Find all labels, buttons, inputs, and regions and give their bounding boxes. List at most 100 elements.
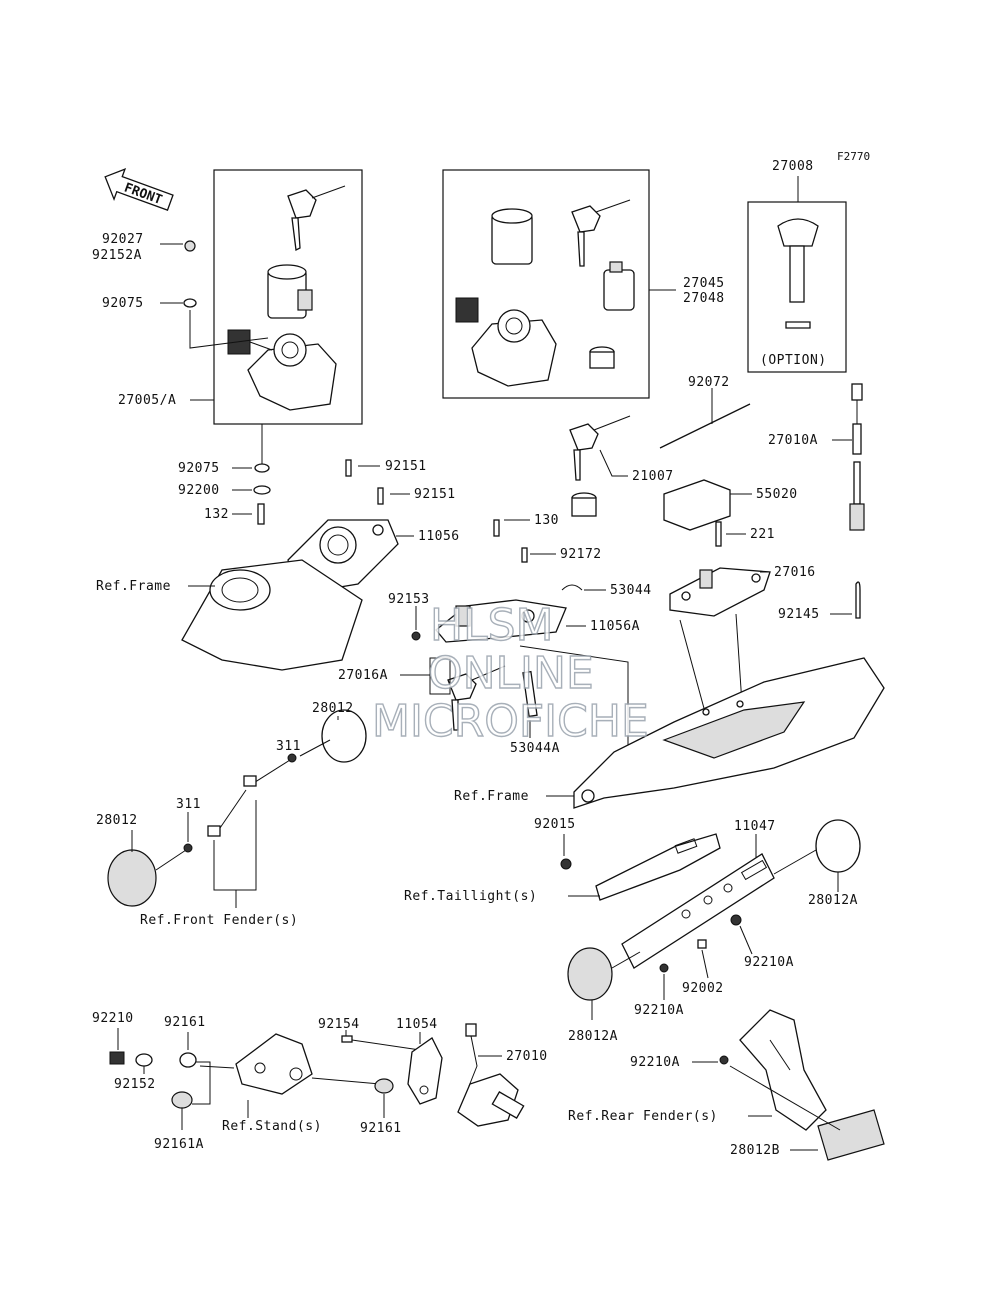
label-92151: 92151: [385, 459, 427, 474]
washer-icon: [254, 463, 270, 473]
washer-icon: [135, 1053, 153, 1067]
label-92153: 92153: [388, 592, 430, 607]
bolt-icon: [697, 939, 707, 949]
reflector-icon: [815, 819, 861, 873]
side-stand-switch-icon: [457, 1023, 525, 1127]
washer-icon: [183, 298, 197, 308]
screw-icon: [341, 1035, 353, 1043]
washer-icon: [179, 1052, 197, 1068]
bolt-icon: [257, 503, 265, 525]
label-311: 311: [276, 739, 301, 754]
helmet-lock-bracket-icon: [435, 599, 567, 643]
front-arrow-icon: FRONT: [104, 167, 174, 211]
label-92152A: 92152A: [92, 248, 142, 263]
label-11054: 11054: [396, 1017, 438, 1032]
label-92027: 92027: [102, 232, 144, 247]
seat-lock-cover-icon: [663, 479, 731, 531]
option-label: (OPTION): [760, 353, 827, 368]
label-311: 311: [176, 797, 201, 812]
frame-head-icon: [181, 559, 363, 671]
label-92161A: 92161A: [154, 1137, 204, 1152]
label-27048: 27048: [683, 291, 725, 306]
cap-icon: [171, 1091, 193, 1109]
label-132: 132: [204, 507, 229, 522]
nut-icon: [411, 631, 421, 641]
label-92002: 92002: [682, 981, 724, 996]
washer-icon: [374, 1078, 394, 1094]
reflector-icon: [817, 1109, 885, 1161]
ignition-key-icon: [447, 665, 506, 731]
screw-icon: [521, 547, 528, 563]
lock-set-box: [442, 169, 650, 399]
label-92172: 92172: [560, 547, 602, 562]
label-28012B: 28012B: [730, 1143, 780, 1158]
label-130: 130: [534, 513, 559, 528]
rear-frame-icon: [573, 657, 885, 809]
label-ref-rear-fender: Ref.Rear Fender(s): [568, 1109, 718, 1124]
label-21007: 21007: [632, 469, 674, 484]
spring-icon: [855, 581, 861, 619]
bolt-icon: [243, 775, 257, 787]
side-stand-switch-icon: [407, 1037, 443, 1105]
label-92161: 92161: [360, 1121, 402, 1136]
ignition-key-icon: [569, 415, 631, 481]
seat-lock-bracket-icon: [669, 567, 771, 617]
diagram-code: F2770: [837, 150, 870, 163]
pin-icon: [522, 670, 538, 718]
label-53044A: 53044A: [510, 741, 560, 756]
reflector-icon: [567, 947, 613, 1001]
lock-cylinder-icon: [491, 208, 533, 265]
ignition-switch-icon: [227, 329, 337, 411]
label-ref-frame: Ref.Frame: [96, 579, 171, 594]
label-27010: 27010: [506, 1049, 548, 1064]
label-92210: 92210: [92, 1011, 134, 1026]
lock-cylinder-icon: [267, 264, 313, 319]
side-stand-bracket-icon: [235, 1033, 313, 1095]
bolt-icon: [715, 521, 722, 547]
label-11056: 11056: [418, 529, 460, 544]
label-92152: 92152: [114, 1077, 156, 1092]
ignition-switch-icon: [455, 297, 557, 387]
nut-icon: [183, 843, 193, 853]
label-92200: 92200: [178, 483, 220, 498]
ignition-key-icon: [287, 185, 346, 251]
blank-key-icon: [777, 218, 819, 329]
label-92075: 92075: [102, 296, 144, 311]
label-ref-taillight: Ref.Taillight(s): [404, 889, 537, 904]
label-92210A: 92210A: [630, 1055, 680, 1070]
label-27016: 27016: [774, 565, 816, 580]
watermark-line-3: MICROFICHE: [372, 696, 649, 747]
bolt-icon: [493, 519, 500, 537]
nut-icon: [719, 1055, 729, 1065]
ignition-key-icon: [571, 199, 631, 267]
watermark-line-1: HLSM: [430, 600, 554, 651]
nut-icon: [730, 914, 742, 926]
washer-icon: [184, 240, 196, 252]
label-27010A: 27010A: [768, 433, 818, 448]
label-ref-frame: Ref.Frame: [454, 789, 529, 804]
label-92151: 92151: [414, 487, 456, 502]
label-92145: 92145: [778, 607, 820, 622]
bolt-icon: [345, 459, 352, 477]
label-28012A: 28012A: [568, 1029, 618, 1044]
label-92154: 92154: [318, 1017, 360, 1032]
label-27016A: 27016A: [338, 668, 388, 683]
nut-icon: [560, 858, 572, 870]
bolt-icon: [377, 487, 384, 505]
label-11047: 11047: [734, 819, 776, 834]
bolt-icon: [207, 825, 221, 837]
nut-icon: [109, 1051, 125, 1065]
license-bracket-icon: [595, 833, 775, 969]
seat-lock-icon: [603, 261, 635, 311]
lock-cap-icon: [589, 346, 615, 369]
label-28012A: 28012A: [808, 893, 858, 908]
label-92210A: 92210A: [744, 955, 794, 970]
washer-icon: [253, 485, 271, 495]
reflector-icon: [321, 709, 367, 763]
label-92072: 92072: [688, 375, 730, 390]
label-ref-front-fender: Ref.Front Fender(s): [140, 913, 298, 928]
lock-cap-icon: [571, 492, 597, 517]
label-92075: 92075: [178, 461, 220, 476]
